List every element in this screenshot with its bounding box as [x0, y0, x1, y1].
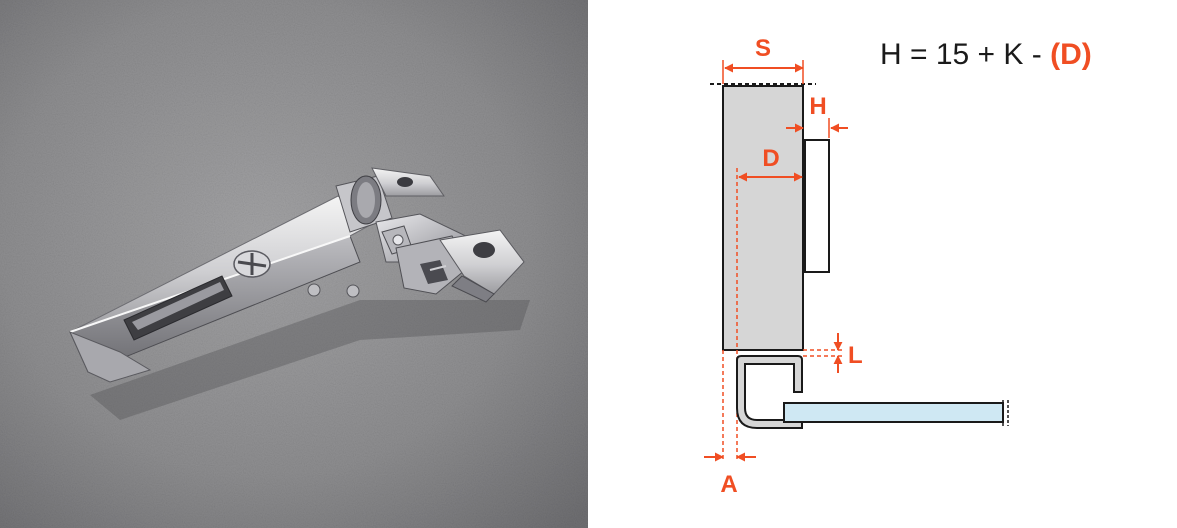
hinge-mounting-plate [395, 229, 525, 303]
glass-door-panel [783, 402, 1004, 423]
hinge-arm [69, 195, 373, 383]
mounting-plate [804, 139, 830, 273]
label-l: L [848, 342, 863, 369]
dimension-diagram: H = 15 + K - (D) S H D [704, 35, 1092, 498]
screw-icon [233, 250, 271, 278]
label-h: H [809, 93, 826, 120]
formula: H = 15 + K - (D) [880, 38, 1092, 71]
hinge-photo [0, 0, 588, 528]
label-d: D [762, 145, 779, 172]
formula-highlight: (D) [1050, 38, 1092, 71]
cabinet-side-panel [722, 85, 804, 351]
hinge-photo-panel [0, 0, 588, 528]
formula-prefix: H = 15 + K - [880, 38, 1050, 71]
label-a: A [720, 471, 737, 498]
label-s: S [755, 35, 771, 62]
dimension-diagram-panel: H = 15 + K - (D) S H D [588, 0, 1177, 528]
